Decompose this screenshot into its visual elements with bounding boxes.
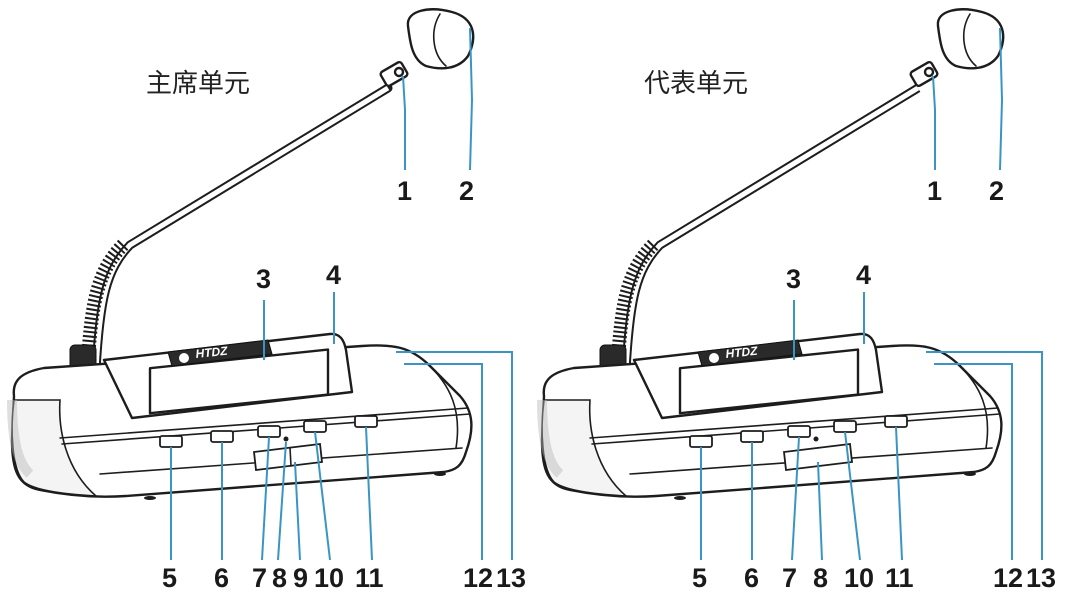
- button-11-delegate: [884, 415, 908, 428]
- callout-1-chairman: 1: [397, 176, 412, 206]
- callout-6-delegate: 6: [744, 563, 759, 592]
- callout-8-delegate: 8: [813, 563, 828, 592]
- callout-3-chairman: 3: [256, 264, 271, 294]
- delegate-unit: 代表单元: [537, 8, 1056, 592]
- gooseneck-flex-delegate: [611, 239, 660, 361]
- microphone-head-delegate: [909, 8, 1005, 88]
- callout-3-delegate: 3: [786, 264, 801, 294]
- unit-title-chairman: 主席单元: [146, 69, 250, 99]
- callout-7-delegate: 7: [782, 563, 797, 592]
- button-10-chairman: [303, 420, 327, 433]
- callout-9-chairman: 9: [293, 563, 308, 592]
- indicator-led-chairman: [283, 436, 289, 442]
- speak-button-chairman: [253, 442, 323, 472]
- front-buttons-delegate: [689, 415, 908, 472]
- callout-7-chairman: 7: [252, 563, 267, 592]
- button-6-delegate: [740, 430, 764, 443]
- callout-5-chairman: 5: [162, 563, 177, 592]
- chairman-unit: 主席单元: [7, 8, 526, 592]
- front-buttons-chairman: [159, 415, 378, 472]
- button-11-chairman: [354, 415, 378, 428]
- callout-13-delegate: 13: [1026, 563, 1056, 592]
- button-6-chairman: [210, 430, 234, 443]
- callout-4-chairman: 4: [326, 260, 341, 290]
- callout-2-chairman: 2: [459, 176, 474, 206]
- leader-lines-delegate: [700, 27, 1043, 561]
- brand-badge-chairman: HTDZ: [167, 339, 273, 367]
- button-10-delegate: [833, 420, 857, 433]
- button-7-delegate: [787, 425, 811, 438]
- speak-button-delegate: [783, 442, 853, 472]
- callout-6-chairman: 6: [214, 563, 229, 592]
- callout-11-delegate: 11: [885, 563, 914, 592]
- callout-2-delegate: 2: [989, 176, 1004, 206]
- unit-title-delegate: 代表单元: [644, 69, 748, 99]
- button-5-chairman: [159, 435, 183, 448]
- callout-12-delegate: 12: [993, 563, 1023, 592]
- button-5-delegate: [689, 435, 713, 448]
- brand-badge-delegate: HTDZ: [697, 339, 803, 367]
- callout-10-delegate: 10: [844, 563, 874, 592]
- display-panel-chairman: HTDZ: [102, 332, 354, 420]
- button-7-chairman: [257, 425, 281, 438]
- callout-numbers-delegate: 1 2 3 4 5 6 7 8 10 11 12 13: [692, 176, 1056, 592]
- display-panel-delegate: HTDZ: [632, 332, 884, 420]
- callout-11-chairman: 11: [355, 563, 384, 592]
- indicator-led-delegate: [813, 436, 819, 442]
- callout-4-delegate: 4: [856, 260, 871, 290]
- callout-5-delegate: 5: [692, 563, 707, 592]
- callout-numbers-chairman: 1 2 3 4 5 6 7 8 9 10 11 12 13: [162, 176, 526, 592]
- brand-logo-text-chairman: HTDZ: [195, 344, 229, 361]
- callout-8-chairman: 8: [272, 563, 287, 592]
- callout-12-chairman: 12: [463, 563, 493, 592]
- leader-lines-chairman: [170, 27, 513, 561]
- brand-logo-text-delegate: HTDZ: [725, 344, 759, 361]
- callout-13-chairman: 13: [496, 563, 526, 592]
- microphone-head-chairman: [379, 8, 475, 88]
- callout-10-chairman: 10: [314, 563, 344, 592]
- gooseneck-flex-chairman: [81, 239, 130, 361]
- gooseneck-delegate: [594, 84, 921, 393]
- callout-1-delegate: 1: [927, 176, 942, 206]
